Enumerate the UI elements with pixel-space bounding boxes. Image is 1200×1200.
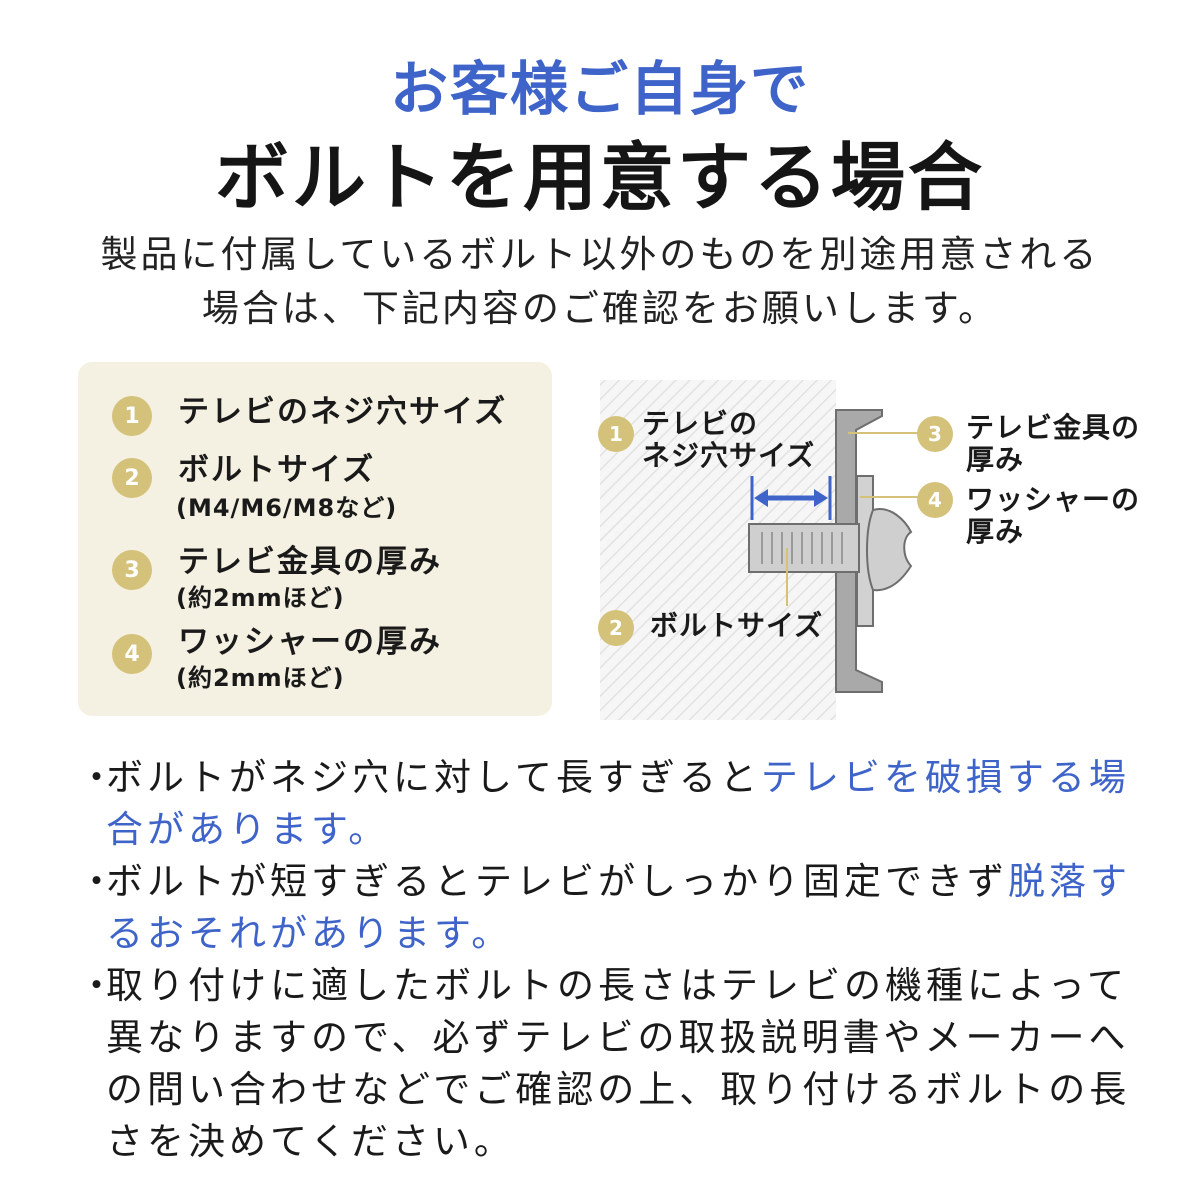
bolt-diagram: 1 テレビのネジ穴サイズ 2 ボルトサイズ 3 テレビ金具の厚み 4 ワッシャー… — [590, 380, 1160, 720]
item-note: (M4/M6/M8など) — [176, 494, 398, 522]
checklist-item: 1 テレビのネジ穴サイズ — [112, 392, 507, 436]
note-item: ・ボルトがネジ穴に対して長すぎるとテレビを破損する場合があります。 — [78, 756, 1130, 851]
number-badge: 3 — [917, 416, 953, 452]
header-line1: お客様ご自身で — [389, 55, 810, 123]
item-label: テレビ金具の厚み — [178, 544, 442, 580]
item-label: ボルトサイズ — [178, 452, 376, 488]
intro-line1: 製品に付属しているボルト以外のものを別途用意される — [100, 233, 1100, 276]
label-bolt-size: ボルトサイズ — [650, 609, 824, 642]
number-badge: 4 — [917, 482, 953, 518]
intro-line2: 場合は、下記内容のご確認をお願いします。 — [201, 287, 999, 330]
checklist-item: 2 ボルトサイズ (M4/M6/M8など) — [112, 450, 397, 524]
page-title: ボルトを用意する場合 — [215, 135, 985, 221]
item-label: テレビのネジ穴サイズ — [178, 394, 508, 430]
label-bracket-thickness: テレビ金具の厚み — [966, 411, 1141, 476]
number-badge: 2 — [112, 458, 152, 498]
label-screw-hole: テレビのネジ穴サイズ — [642, 407, 816, 472]
item-note: (約2mmほど) — [176, 584, 345, 612]
bolt-head — [866, 508, 913, 592]
checklist-item: 3 テレビ金具の厚み (約2mmほど) — [112, 542, 442, 614]
number-badge: 1 — [112, 396, 152, 436]
item-label: ワッシャーの厚み — [178, 624, 442, 660]
bolt-shaft — [748, 523, 860, 573]
bolt-illustration — [600, 380, 920, 720]
number-badge: 1 — [598, 416, 634, 452]
intro-text: 製品に付属しているボルト以外のものを別途用意される 場合は、下記内容のご確認をお… — [0, 228, 1200, 336]
checklist-item: 4 ワッシャーの厚み (約2mmほど) — [112, 622, 442, 694]
number-badge: 4 — [112, 634, 152, 674]
tv-bracket — [835, 409, 883, 693]
number-badge: 2 — [598, 610, 634, 646]
notes-list: ・ボルトがネジ穴に対して長すぎるとテレビを破損する場合があります。 ・ボルトが短… — [78, 752, 1158, 1168]
checklist-box: 1 テレビのネジ穴サイズ 2 ボルトサイズ (M4/M6/M8など) 3 テレビ… — [78, 362, 552, 716]
note-item: ・ボルトが短すぎるとテレビがしっかり固定できず脱落するおそれがあります。 — [78, 860, 1131, 955]
item-note: (約2mmほど) — [176, 664, 345, 692]
note-item: ・取り付けに適したボルトの長さはテレビの機種によって異なりますので、必ずテレビの… — [78, 964, 1131, 1163]
number-badge: 3 — [112, 550, 152, 590]
label-washer-thickness: ワッシャーの厚み — [966, 483, 1141, 548]
